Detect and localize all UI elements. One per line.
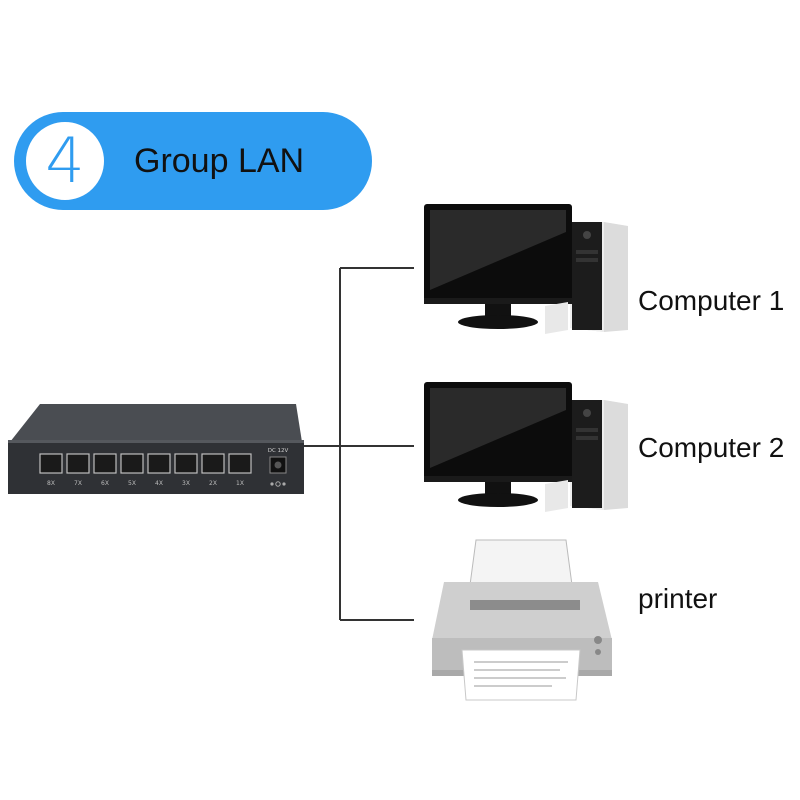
desktop-computer-icon: [424, 204, 628, 334]
device-label-computer-1: Computer 1: [638, 285, 785, 316]
port-label: 1X: [236, 480, 244, 487]
diagram-title: Group LAN: [134, 142, 305, 180]
ethernet-ports: [39, 453, 252, 474]
port-label: 8X: [47, 480, 55, 487]
port-label: 7X: [74, 480, 82, 487]
step-number-badge: 4: [22, 118, 108, 204]
device-label-printer: printer: [638, 583, 718, 614]
port-label: 4X: [155, 480, 163, 487]
port-label: 3X: [182, 480, 190, 487]
connection-lines: [302, 267, 414, 621]
desktop-computer-icon: [424, 382, 628, 512]
device-label-computer-2: Computer 2: [638, 432, 785, 463]
port-label: 6X: [101, 480, 109, 487]
port-label: 5X: [128, 480, 136, 487]
step-number: 4: [45, 124, 85, 197]
printer-icon: [432, 539, 612, 701]
port-label: 2X: [209, 480, 217, 487]
power-label: DC 12V: [268, 448, 289, 454]
network-switch-icon: 8X 7X 6X 5X 4X 3X 2X 1X DC 12V: [8, 404, 304, 494]
